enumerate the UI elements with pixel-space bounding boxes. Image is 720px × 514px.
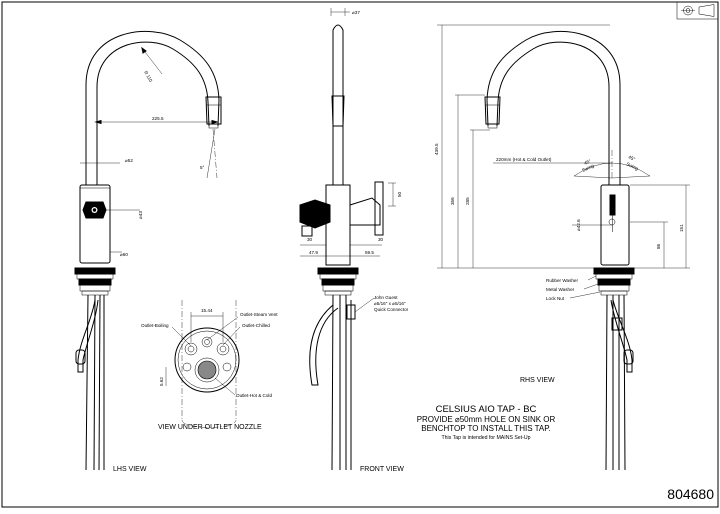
rhs-swing-left-label: 45° [583,158,592,166]
lhs-reach-label: 225.5 [152,116,164,121]
front-height-50-label: 50 [397,191,402,197]
rhs-rubber-washer-label: Rubber Washer [546,278,578,283]
rhs-swing-right-sub: Swing [626,161,640,171]
nozzle-steam-label: Outlet-Steam Vent [240,312,278,317]
front-right-30-label: 30 [378,237,384,242]
nozzle-view: 15.44 5.62 Outlet-Boiling Outlet-Steam V… [141,300,278,431]
rhs-overall-height-label: 439.5 [434,143,439,155]
front-width-47-label: 47.9 [309,250,318,255]
rhs-outlet-reach-label: 220mm (Hot & Cold Outlet) [496,157,552,162]
front-connector-type-label: Quick Connector [374,307,409,312]
rhs-metal-washer-label: Metal Washer [546,287,575,292]
front-view-caption: FRONT VIEW [360,466,404,473]
nozzle-height-label: 5.62 [159,377,164,386]
title-line-2: PROVIDE ⌀50mm HOLE ON SINK OR [417,415,556,424]
title-line-4: This Tap is intended for MAINS Set-Up [442,435,531,441]
nozzle-width-label: 15.44 [201,308,213,313]
rhs-view-caption: RHS VIEW [520,377,555,384]
drawing-number: 804680 [667,486,714,502]
front-view: ⌀37 50 30 30 47.9 59.5 [299,8,409,473]
nozzle-chilled-label: Outlet-Chilled [242,323,270,328]
lhs-view-caption: LHS VIEW [113,466,147,473]
lhs-body-dia-label: ⌀52 [125,158,133,163]
rhs-swing-right-label: 45° [628,154,637,162]
rhs-spout-height-label: 356 [450,197,455,205]
lhs-view: R 110 225.5 5° ⌀52 ⌀43 ⌀60 LHS VIEW [74,30,222,473]
rhs-outlet-height-label: 285 [465,197,470,205]
lhs-base-dia-label: ⌀60 [120,252,128,257]
title-line-3: BENCHTOP TO INSTALL THIS TAP. [421,424,551,433]
lhs-radius-label: R 110 [143,70,154,83]
nozzle-boiling-label: Outlet-Boiling [141,323,169,328]
nozzle-hotcold-label: Outlet-Hot & Cold [236,393,272,398]
front-connector-size-label: ⌀5/16" x ⌀5/16" [374,301,406,306]
lhs-handle-dia-label: ⌀43 [138,211,143,219]
rhs-lock-nut-label: Lock Nut [546,296,565,301]
rhs-swing-left-sub: Swing [581,163,595,173]
title-block: CELSIUS AIO TAP - BC PROVIDE ⌀50mm HOLE … [417,404,715,502]
title-line-1: CELSIUS AIO TAP - BC [436,404,537,415]
lhs-angle-label: 5° [200,165,205,170]
rhs-handle-height-label: 151 [679,224,684,232]
front-top-dia-label: ⌀37 [352,10,360,15]
rhs-view: 45° Swing 45° Swing 220mm (Hot & Cold Ou… [434,24,690,471]
front-left-30-label: 30 [307,237,313,242]
nozzle-view-caption: VIEW UNDER OUTLET NOZZLE [158,424,262,431]
front-connector-label: John Guest [374,295,398,300]
rhs-base-height-label: 86 [656,243,661,249]
front-width-59-label: 59.5 [365,250,374,255]
rhs-handle-dia-label: ⌀42.6 [576,219,581,231]
projection-symbol-icon [676,1,719,20]
